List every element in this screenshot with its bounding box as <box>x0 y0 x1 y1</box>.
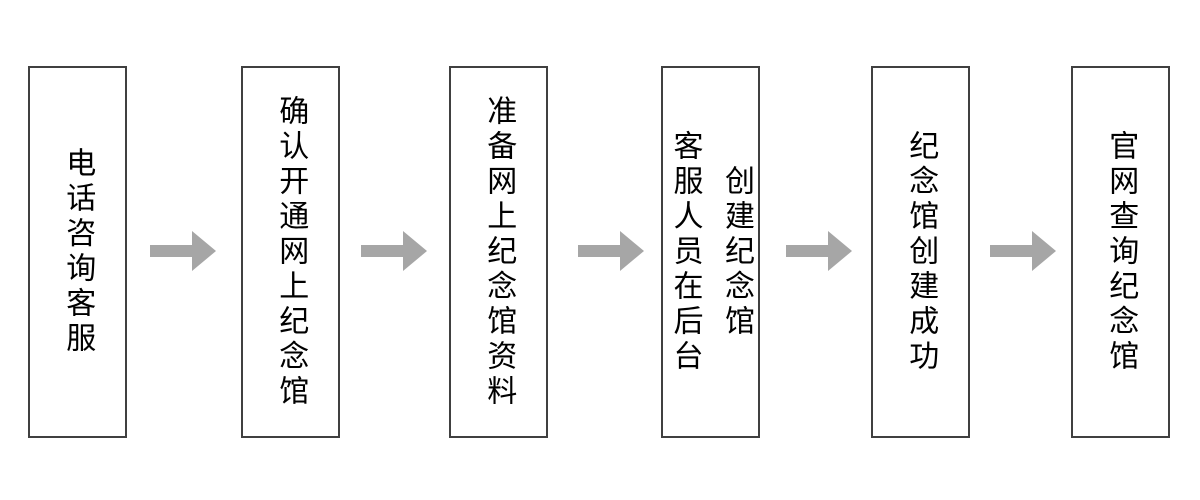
flow-step-5-label: 纪念馆创建成功 <box>904 129 938 375</box>
arrow-head <box>403 231 427 271</box>
arrow-shaft <box>361 245 403 257</box>
flow-step-3-label: 准备网上纪念馆资料 <box>482 94 516 410</box>
flow-step-1-label: 电话咨询客服 <box>61 147 95 357</box>
arrow-shaft <box>990 245 1032 257</box>
arrow-shaft <box>578 245 620 257</box>
right-arrow-icon <box>578 231 644 271</box>
right-arrow-icon <box>990 231 1056 271</box>
flow-step-5-box: 纪念馆创建成功 <box>871 66 970 438</box>
flow-step-2-label: 确认开通网上纪念馆 <box>274 94 308 410</box>
arrow-head <box>192 231 216 271</box>
arrow-shaft <box>150 245 192 257</box>
flow-step-6-label: 官网查询纪念馆 <box>1104 129 1138 375</box>
flow-step-6-box: 官网查询纪念馆 <box>1071 66 1170 438</box>
arrow-head <box>1032 231 1056 271</box>
arrow-head <box>620 231 644 271</box>
flow-step-4-label-line-1: 客服人员在后台 <box>668 129 702 375</box>
flow-step-4-label-line-2: 创建纪念馆 <box>720 164 753 340</box>
arrow-head <box>828 231 852 271</box>
flow-step-4-box: 客服人员在后台 创建纪念馆 <box>661 66 760 438</box>
right-arrow-icon <box>786 231 852 271</box>
flow-step-3-box: 准备网上纪念馆资料 <box>449 66 548 438</box>
right-arrow-icon <box>150 231 216 271</box>
arrow-shaft <box>786 245 828 257</box>
right-arrow-icon <box>361 231 427 271</box>
flow-step-2-box: 确认开通网上纪念馆 <box>241 66 340 438</box>
flow-step-1-box: 电话咨询客服 <box>28 66 127 438</box>
